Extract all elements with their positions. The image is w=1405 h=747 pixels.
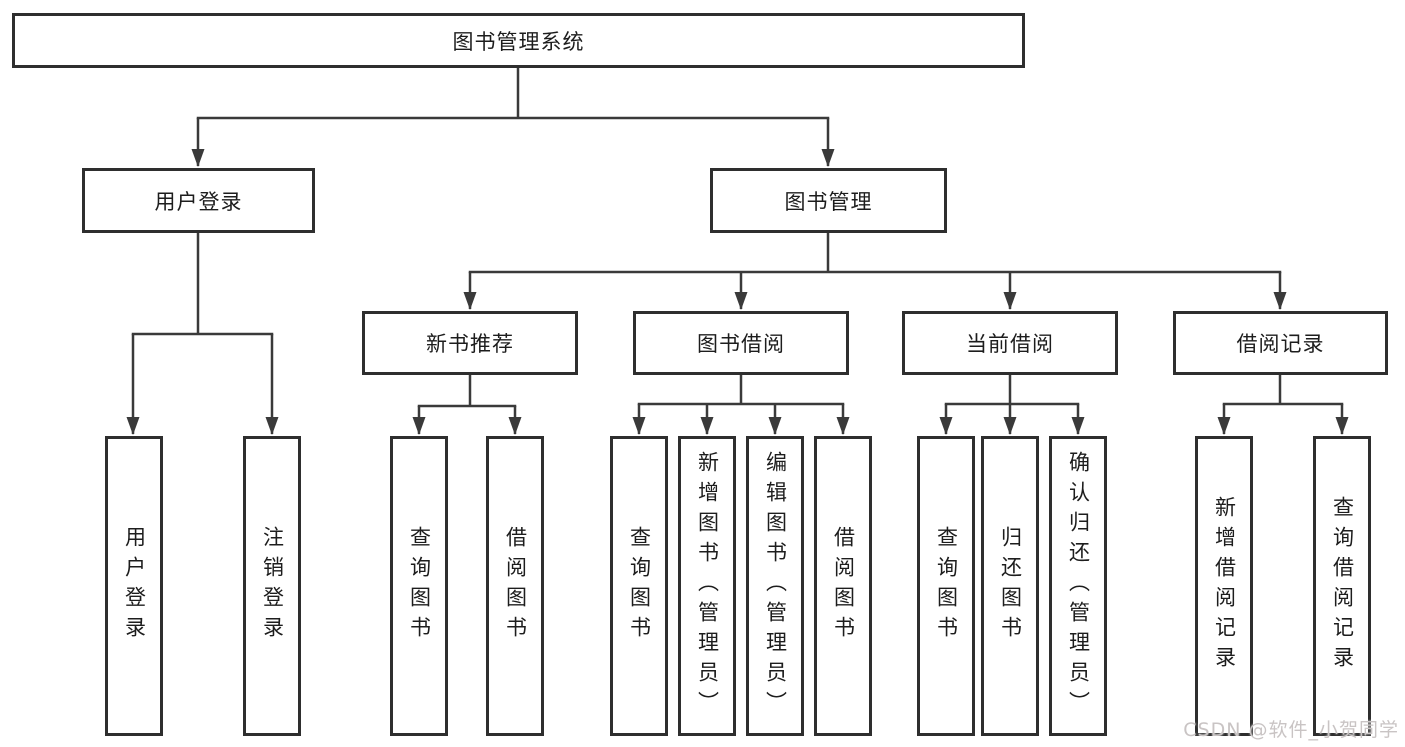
node-label: 新书推荐 [426, 332, 514, 356]
node-label: 图书管理 [784, 189, 873, 214]
node-label: 当前借阅 [966, 332, 1054, 356]
leaf-label: 注销登录 [260, 526, 285, 646]
leaf-label: 编辑图书（管理员） [763, 451, 788, 721]
leaf-logout-login: 注销登录 [243, 436, 301, 736]
leaf-query-borrow-record: 查询借阅记录 [1313, 436, 1371, 736]
node-label: 图书管理系统 [452, 29, 585, 54]
node-label: 图书借阅 [697, 332, 785, 356]
node-current-borrow: 当前借阅 [902, 311, 1118, 375]
leaf-add-borrow-record: 新增借阅记录 [1195, 436, 1253, 736]
csdn-watermark: CSDN @软件_小贺同学 [1183, 719, 1399, 741]
leaf-label: 确认归还（管理员） [1066, 451, 1091, 721]
leaf-label: 新增借阅记录 [1212, 496, 1237, 676]
leaf-label: 查询图书 [934, 526, 959, 646]
leaf-newbook-borrow-books: 借阅图书 [486, 436, 544, 736]
node-library-management-system: 图书管理系统 [12, 13, 1025, 68]
leaf-edit-books-admin: 编辑图书（管理员） [746, 436, 804, 736]
node-user-login: 用户登录 [82, 168, 315, 233]
node-label: 借阅记录 [1236, 332, 1325, 356]
node-borrow-records: 借阅记录 [1173, 311, 1388, 375]
leaf-label: 用户登录 [122, 526, 147, 646]
leaf-label: 归还图书 [998, 526, 1023, 646]
leaf-borrow-books: 借阅图书 [814, 436, 872, 736]
node-label: 用户登录 [154, 189, 243, 214]
leaf-label: 查询图书 [627, 526, 652, 646]
leaf-borrow-query-books: 查询图书 [610, 436, 668, 736]
leaf-label: 查询借阅记录 [1330, 496, 1355, 676]
node-book-management: 图书管理 [710, 168, 947, 233]
leaf-confirm-return-admin: 确认归还（管理员） [1049, 436, 1107, 736]
leaf-current-query-books: 查询图书 [917, 436, 975, 736]
leaf-label: 借阅图书 [503, 526, 528, 646]
leaf-add-books-admin: 新增图书（管理员） [678, 436, 736, 736]
leaf-user-login: 用户登录 [105, 436, 163, 736]
leaf-label: 借阅图书 [831, 526, 856, 646]
leaf-newbook-query-books: 查询图书 [390, 436, 448, 736]
leaf-label: 新增图书（管理员） [695, 451, 720, 721]
node-book-borrow: 图书借阅 [633, 311, 849, 375]
leaf-label: 查询图书 [407, 526, 432, 646]
leaf-return-books: 归还图书 [981, 436, 1039, 736]
node-new-book-recommend: 新书推荐 [362, 311, 578, 375]
